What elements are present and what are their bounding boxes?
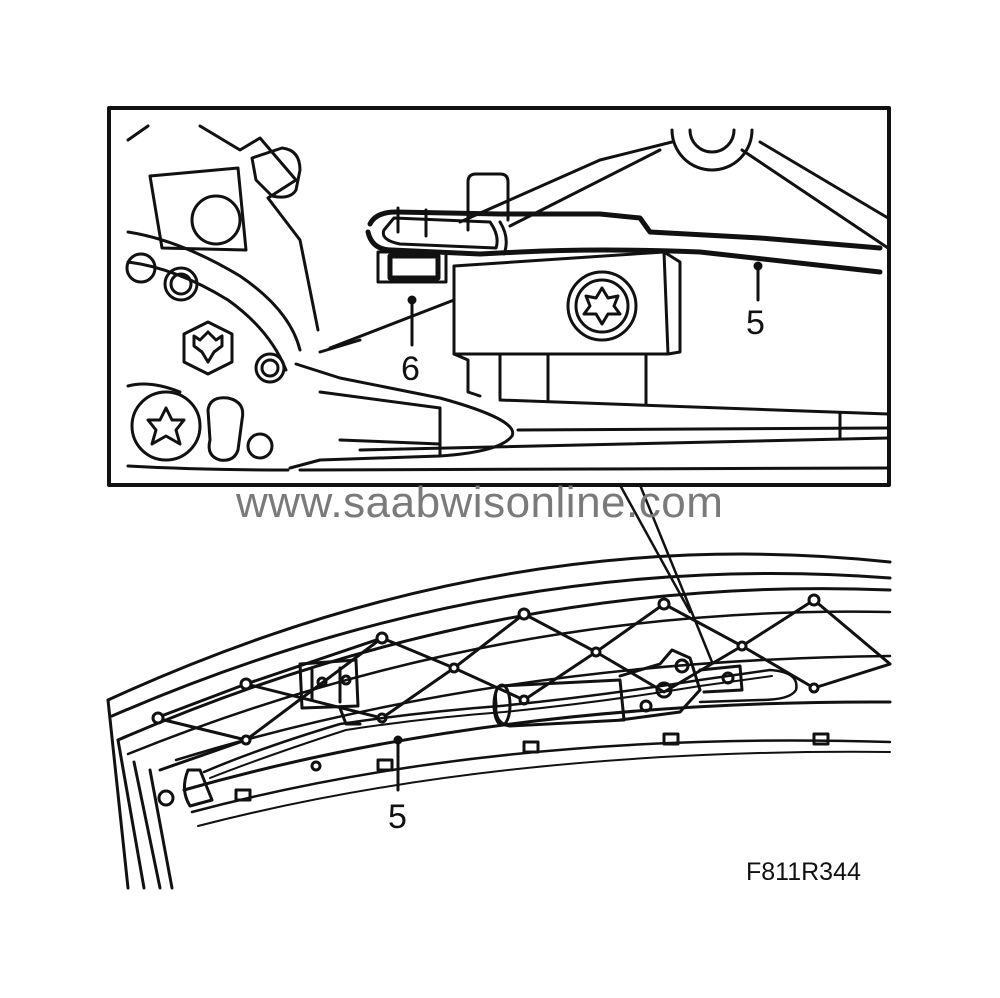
detail-leaders	[407, 261, 763, 347]
callout-6-clip: 6	[401, 350, 420, 388]
callout-5-detail-cable: 5	[746, 304, 765, 342]
figure-reference: F811R344	[746, 858, 861, 886]
overview-leader	[393, 735, 403, 792]
overview-drawing	[106, 552, 892, 890]
detail-inset-drawing	[125, 124, 890, 472]
watermark-text: www.saabwisonline.com	[236, 478, 724, 527]
callout-5-overview-cable: 5	[388, 798, 407, 836]
inset-pointer	[618, 483, 714, 664]
